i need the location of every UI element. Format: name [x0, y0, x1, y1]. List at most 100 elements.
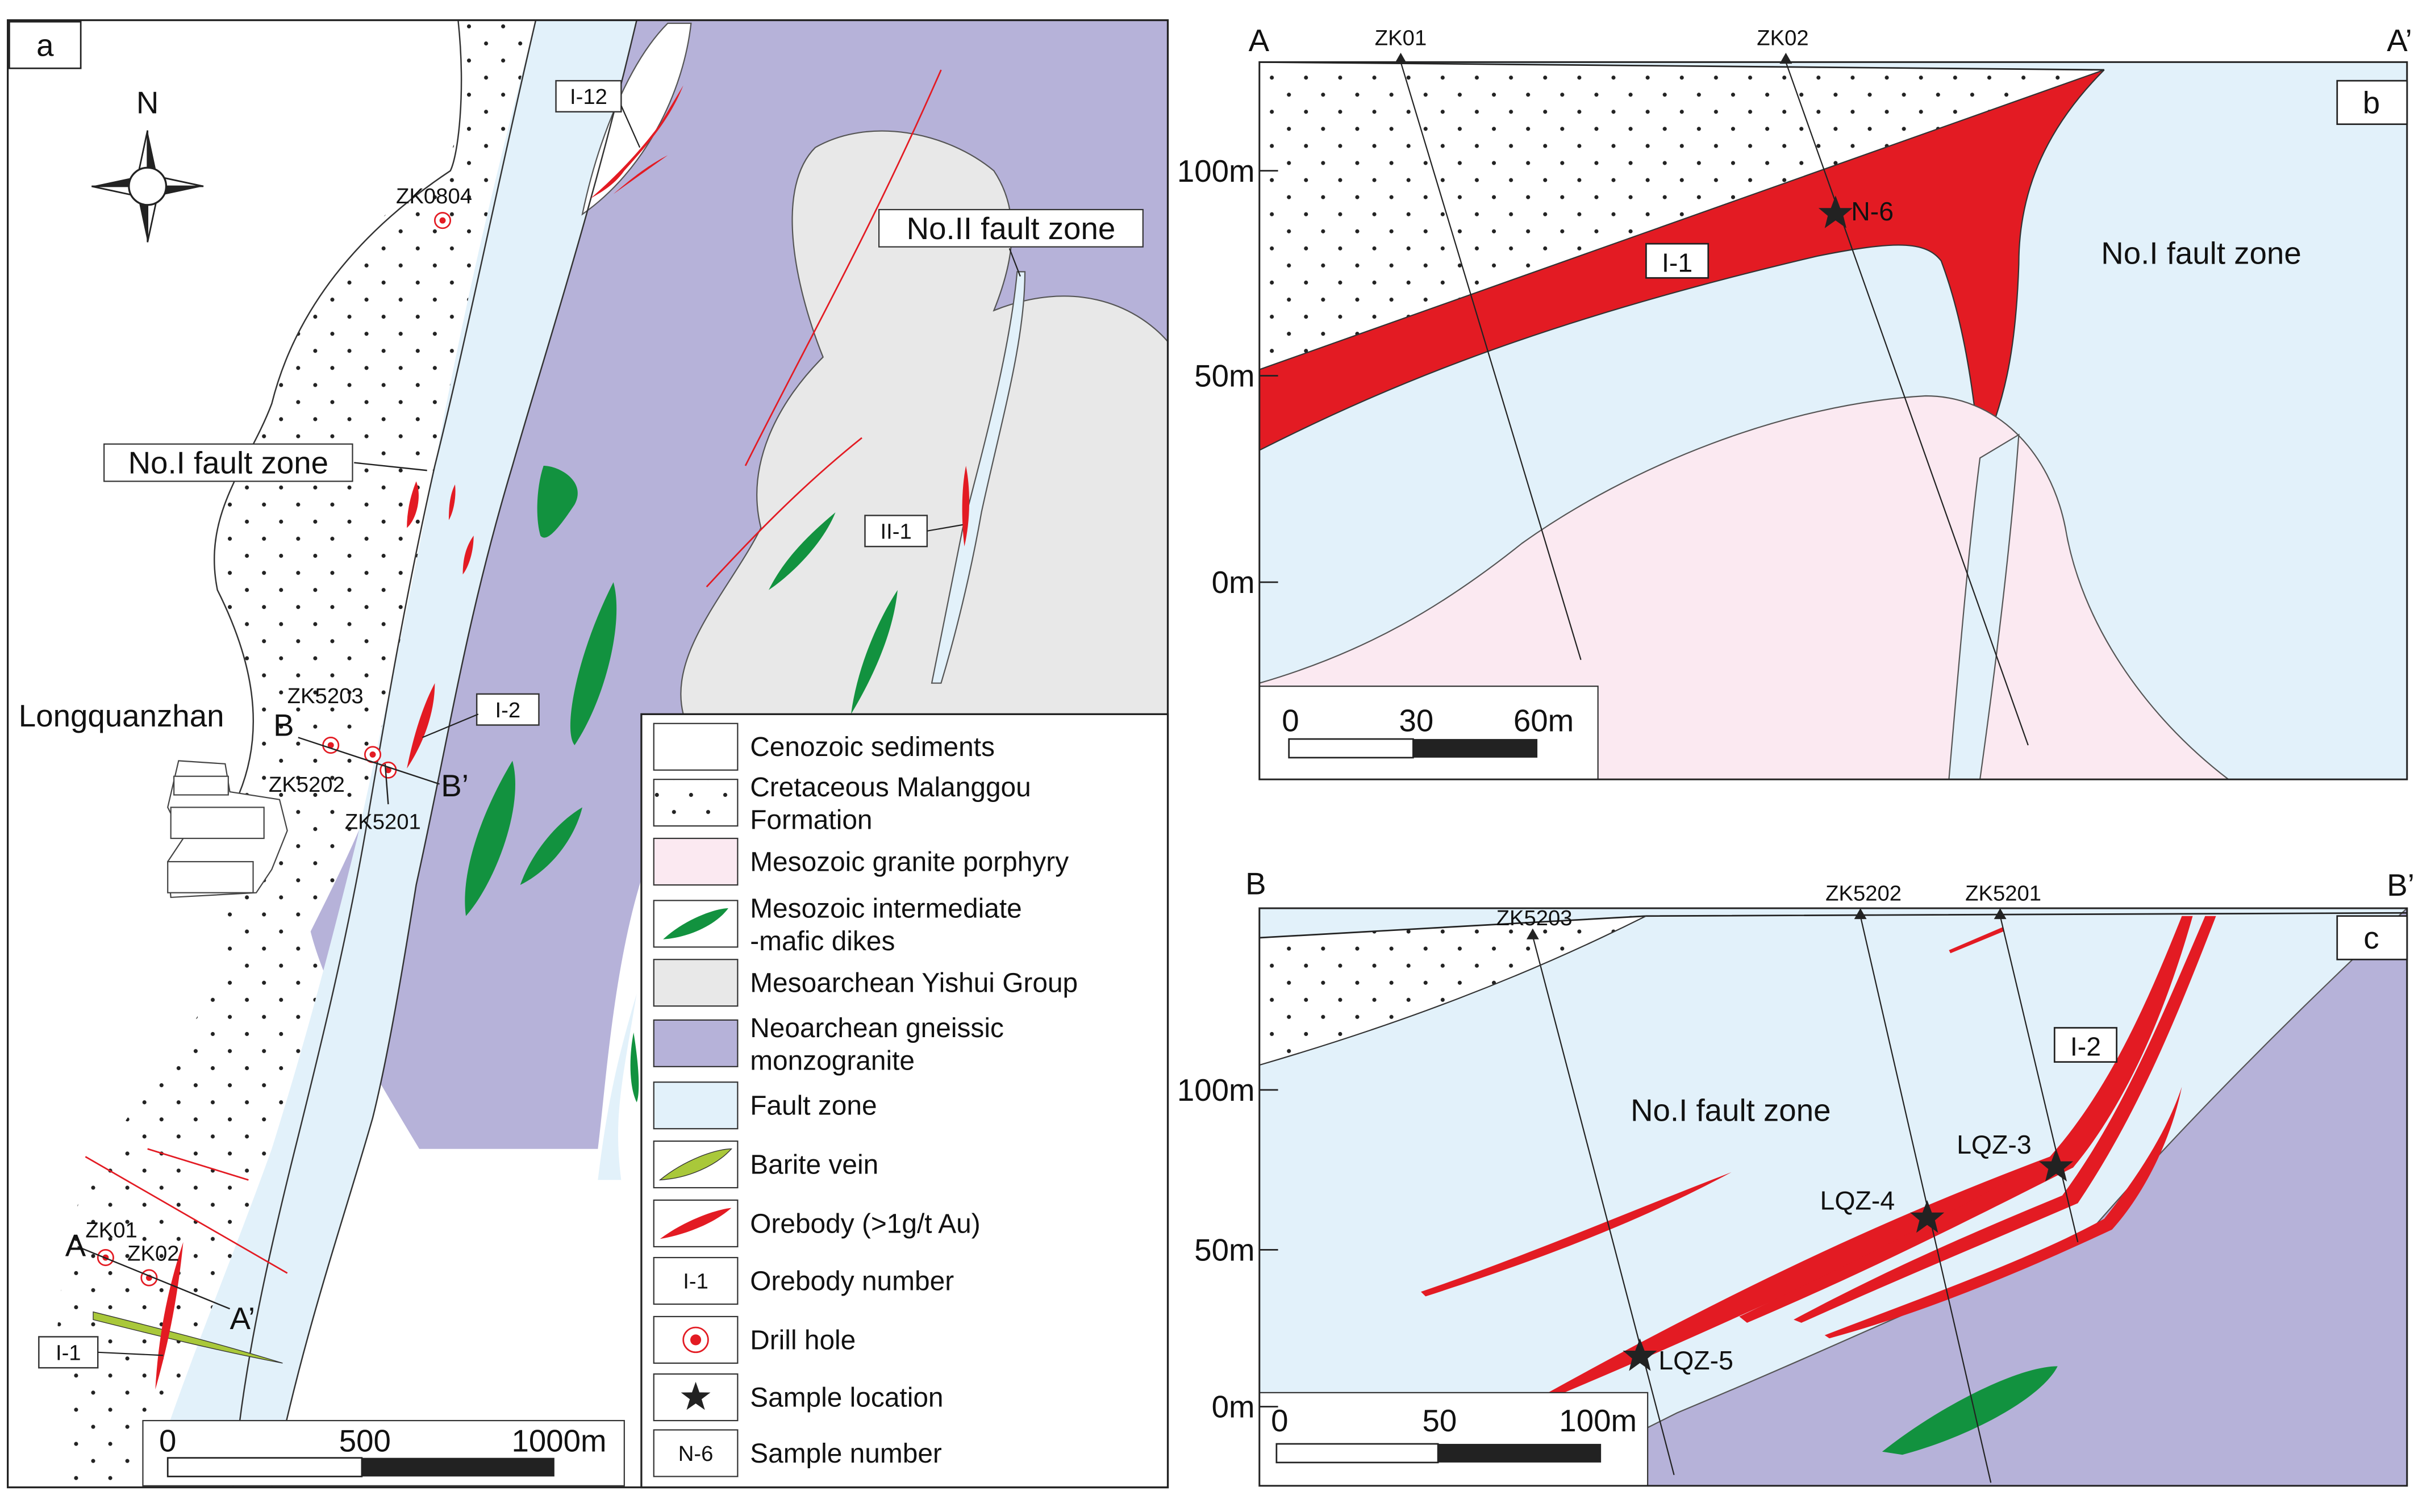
svg-text:0m: 0m [1212, 565, 1255, 600]
panel-c-frame [1258, 907, 2408, 1487]
panel-b-orebody-tag-box [1645, 243, 1709, 279]
drill-hole-icon [653, 1315, 739, 1364]
legend-item: Sample location [653, 1373, 944, 1422]
barite-vein [93, 1311, 283, 1364]
panel-c-right-end: B’ [2387, 868, 2415, 903]
svg-text:0: 0 [1282, 703, 1299, 738]
legend-item-label: Mesoarchean Yishui Group [750, 968, 1078, 999]
cenozoic-lower-area [15, 1156, 94, 1488]
svg-text:ZK0804: ZK0804 [396, 184, 472, 208]
panel-c-sample-lqz5: LQZ-5 [1623, 1338, 1733, 1375]
panel-b-elevation-axis: 100m 50m 0m [1177, 154, 1278, 600]
no2-fault-zone-band [931, 271, 1026, 684]
no1-fault-zone-label: No.I fault zone [128, 446, 328, 481]
section-a-prime-label: A’ [230, 1301, 256, 1336]
svg-text:100m: 100m [1177, 1073, 1255, 1108]
pink-swatch [653, 837, 739, 886]
panel-c-left-end: B [1245, 866, 1266, 901]
dikes [465, 466, 898, 1102]
drill-holes: ZK0804 ZK5203 ZK5202 ZK5201 ZK01 ZK02 [85, 184, 472, 1287]
fault-zone-lower [598, 993, 637, 1180]
star-icon [653, 1373, 739, 1422]
svg-text:ZK5203: ZK5203 [287, 684, 364, 708]
yishui-group-area [680, 130, 1168, 715]
svg-text:LQZ-5: LQZ-5 [1658, 1346, 1733, 1375]
panel-c-dike [1882, 1366, 2058, 1455]
contact-lines [214, 20, 637, 1488]
panel-b-fault-label: No.I fault zone [2101, 236, 2301, 271]
dotted-swatch [653, 779, 739, 827]
fault-zone-band [147, 20, 637, 1488]
panel-b-hole-zk01: ZK01 [1375, 26, 1427, 64]
legend-item: Drill hole [653, 1315, 856, 1364]
cenozoic-swatch [653, 722, 739, 771]
legend-item: Barite vein [653, 1140, 878, 1189]
orebody-tag-i2: I-2 [495, 698, 521, 722]
svg-text:50m: 50m [1194, 359, 1254, 394]
svg-text:ZK5201: ZK5201 [345, 810, 421, 834]
panel-b-section: No.I fault zone I-1 N-6 0 30 60m b A A’ … [1177, 23, 2412, 780]
svg-text:ZK5202: ZK5202 [269, 772, 345, 797]
panel-c-orebody-tag-box [2053, 1027, 2117, 1063]
svg-text:ZK5202: ZK5202 [1825, 881, 1902, 905]
panel-c-elevation-axis: 100m 50m 0m [1177, 1073, 1278, 1425]
sample-number-swatch: N-6 [653, 1429, 739, 1477]
orebody-swatch [653, 1199, 739, 1248]
panel-c-drill-lines [1532, 916, 2079, 1483]
panel-b-frame [1258, 61, 2408, 780]
legend-item: N-6 Sample number [653, 1429, 942, 1477]
panel-b-sample-star: N-6 [1818, 195, 1894, 228]
panel-b-left-end: A [1249, 23, 1270, 58]
barite-swatch [653, 1140, 739, 1189]
drill-hole-zk5203: ZK5203 [287, 684, 364, 754]
section-lines [77, 737, 440, 1310]
panel-a-tag: a [36, 28, 54, 62]
north-arrow-icon [91, 130, 204, 243]
svg-text:100m: 100m [1559, 1404, 1637, 1438]
panel-b-scale-bar: 0 30 60m [1259, 686, 1599, 780]
legend-item: Fault zone [653, 1081, 877, 1130]
panel-b-hole-zk02: ZK02 [1757, 26, 1809, 64]
legend-swatch-text: I-1 [683, 1269, 708, 1294]
legend-item-label-line2: Formation [750, 805, 872, 836]
svg-text:50m: 50m [1194, 1233, 1254, 1268]
panel-c-scale-bar: 0 50 100m [1259, 1392, 1649, 1486]
cenozoic-sliver [581, 22, 692, 216]
svg-text:LQZ-3: LQZ-3 [1957, 1130, 2032, 1159]
panel-c-tag: c [2363, 921, 2379, 955]
panel-a-tag-box [9, 20, 82, 69]
panel-c-fault-label: No.I fault zone [1631, 1093, 1831, 1128]
town-outline [167, 760, 288, 899]
malanggou-formation-area [56, 20, 536, 1488]
panel-c-sample-lqz4: LQZ-4 [1820, 1185, 1945, 1233]
drill-hole-zk5202: ZK5202 [269, 746, 382, 797]
legend-item-label: Orebody (>1g/t Au) [750, 1209, 980, 1239]
blue-swatch [653, 1081, 739, 1130]
panel-c-hole-zk5202: ZK5202 [1825, 881, 1902, 920]
panel-c-orebodies-i2 [1421, 916, 2216, 1398]
legend-item-label-line2: monzogranite [750, 1046, 915, 1076]
dike-swatch [653, 900, 739, 948]
legend-item-label: Sample number [750, 1439, 942, 1469]
legend-item-label: Drill hole [750, 1325, 856, 1355]
legend-item: Orebody (>1g/t Au) [653, 1199, 981, 1248]
orebody-tag-i12-box [555, 80, 622, 113]
panel-c-malanggou [1259, 916, 1646, 1066]
panel-b-drill-lines [1400, 62, 2029, 746]
svg-text:ZK02: ZK02 [127, 1242, 179, 1266]
legend-item-label-line2: -mafic dikes [750, 926, 895, 957]
grey-swatch [653, 959, 739, 1007]
legend-item-label: Sample location [750, 1382, 943, 1413]
svg-text:500: 500 [339, 1424, 391, 1459]
svg-text:ZK01: ZK01 [85, 1218, 137, 1243]
legend-item: Mesozoic granite porphyry [653, 837, 1069, 886]
legend-item-label: Barite vein [750, 1150, 878, 1180]
svg-text:100m: 100m [1177, 154, 1255, 189]
legend-item-label: Neoarchean gneissic [750, 1013, 1004, 1043]
longquanzhan-label: Longquanzhan [19, 699, 224, 733]
